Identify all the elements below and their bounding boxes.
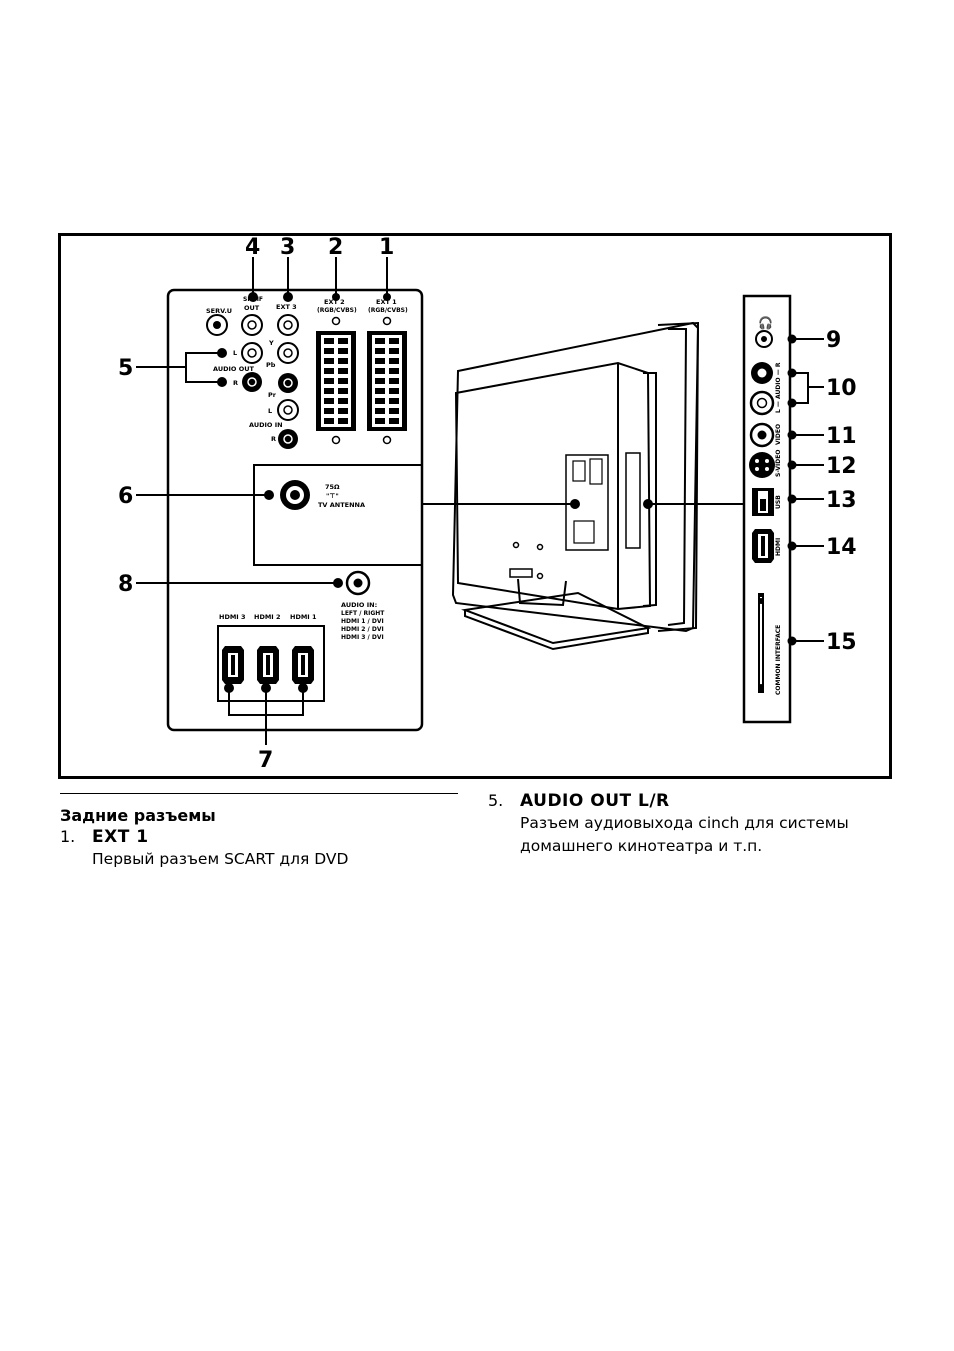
spdif-jack (241, 314, 263, 336)
spdif-out-label: OUT (244, 304, 260, 312)
callout-dots (217, 292, 653, 693)
left-column: Задние разъемы 1. EXT 1 Первый разъем SC… (60, 794, 460, 871)
item-1-description: Первый разъем SCART для DVD (92, 850, 349, 868)
headphone-icon: 🎧 (758, 316, 773, 330)
callout-6: 6 (118, 484, 133, 509)
item-5-description-line-1: Разъем аудиовыхода cinch для системы (520, 814, 849, 832)
svg-text:(RGB/CVBS): (RGB/CVBS) (317, 307, 357, 314)
svg-text:L — AUDIO — R: L — AUDIO — R (775, 362, 782, 413)
svg-text:AUDIO IN:: AUDIO IN: (341, 601, 377, 609)
svg-text:HDMI 1: HDMI 1 (290, 613, 317, 621)
svg-text:Y: Y (268, 339, 274, 347)
svg-text:L: L (233, 349, 237, 357)
svg-text:HDMI 2: HDMI 2 (254, 613, 281, 621)
svg-text:"⊤": "⊤" (326, 492, 339, 500)
svg-text:EXT 1: EXT 1 (376, 298, 397, 306)
serv-u-jack (206, 314, 228, 336)
callout-14: 14 (826, 535, 857, 560)
rear-panel: SERV.U SPDIF OUT EXT 3 Y Pb Pr L AUDIO I… (166, 288, 424, 732)
svg-text:(RGB/CVBS): (RGB/CVBS) (368, 307, 408, 314)
tv-back-illustration (451, 321, 700, 651)
callout-9: 9 (826, 328, 841, 353)
svg-text:HDMI 3: HDMI 3 (219, 613, 246, 621)
ext3-label: EXT 3 (276, 303, 297, 311)
callout-12: 12 (826, 454, 857, 479)
scart-ext2 (316, 331, 356, 431)
svg-text:USB: USB (775, 495, 782, 509)
svg-text:AUDIO OUT: AUDIO OUT (213, 365, 255, 373)
callout-11: 11 (826, 424, 857, 449)
svg-text:HDMI 3 / DVI: HDMI 3 / DVI (341, 634, 384, 641)
svg-text:LEFT / RIGHT: LEFT / RIGHT (341, 610, 385, 617)
side-panel: 🎧 L — AUDIO — R VIDEO S-VIDEO USB HDMI C… (742, 294, 792, 724)
hdmi-port-2 (257, 646, 279, 684)
svg-text:R: R (233, 379, 238, 387)
svg-text:Pr: Pr (268, 391, 277, 399)
svg-text:TV ANTENNA: TV ANTENNA (318, 501, 365, 509)
callout-3: 3 (280, 235, 295, 260)
svg-text:AUDIO IN: AUDIO IN (249, 421, 283, 429)
svg-text:75Ω: 75Ω (325, 483, 340, 491)
svg-text:HDMI 2 / DVI: HDMI 2 / DVI (341, 626, 384, 633)
item-1-title: EXT 1 (92, 827, 149, 847)
hdmi-port-3 (222, 646, 244, 684)
callout-13: 13 (826, 488, 857, 513)
section-divider (60, 793, 458, 794)
connector-diagram: SERV.U SPDIF OUT EXT 3 Y Pb Pr L AUDIO I… (58, 233, 892, 779)
svg-text:VIDEO: VIDEO (775, 424, 782, 445)
callout-7: 7 (258, 748, 273, 773)
svg-text:R: R (271, 435, 276, 443)
scart-ext1 (367, 331, 407, 431)
callout-1: 1 (379, 235, 394, 260)
serv-u-label: SERV.U (206, 307, 232, 315)
item-5-number: 5. (488, 791, 504, 810)
svg-text:EXT 2: EXT 2 (324, 298, 345, 306)
callout-15: 15 (826, 630, 857, 655)
side-callout-lines (792, 338, 824, 642)
audio-in-jack (345, 570, 371, 596)
callout-4: 4 (245, 235, 260, 260)
side-callout-dots (787, 334, 797, 646)
svg-text:HDMI: HDMI (775, 538, 782, 556)
callout-8: 8 (118, 572, 133, 597)
right-column: 5. AUDIO OUT L/R Разъем аудиовыхода cinc… (488, 790, 908, 858)
item-5-description-line-2: домашнего кинотеатра и т.п. (520, 837, 763, 855)
callout-10: 10 (826, 376, 857, 401)
item-1-head: 1. EXT 1 (60, 826, 460, 848)
svg-text:S-VIDEO: S-VIDEO (775, 450, 782, 477)
item-1-number: 1. (60, 827, 76, 846)
svg-text:Pb: Pb (266, 361, 276, 369)
callout-2: 2 (328, 235, 343, 260)
item-5-head: 5. AUDIO OUT L/R (488, 790, 908, 812)
svg-text:L: L (268, 407, 272, 415)
headphone-jack (755, 330, 773, 348)
item-5-title: AUDIO OUT L/R (520, 791, 670, 811)
section-title: Задние разъемы (60, 806, 216, 825)
hdmi-port-1 (292, 646, 314, 684)
svg-text:HDMI 1 / DVI: HDMI 1 / DVI (341, 618, 384, 625)
callout-5: 5 (118, 356, 133, 381)
svg-text:COMMON INTERFACE: COMMON INTERFACE (775, 625, 782, 695)
